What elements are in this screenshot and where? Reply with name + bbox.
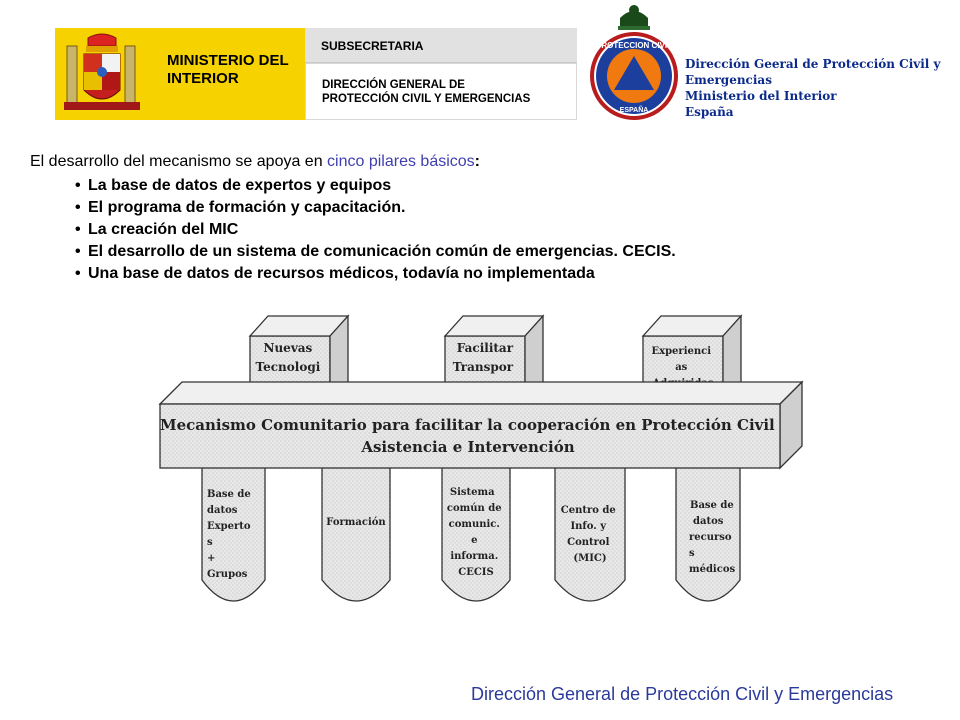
bullet-text: El programa de formación y capacitación. [88, 199, 406, 216]
ministry-banner: MINISTERIO DEL INTERIOR SUBSECRETARIA DI… [55, 28, 577, 120]
spain-coat-of-arms-icon [64, 33, 140, 110]
intro-part2: : [474, 153, 480, 170]
pillar [321, 449, 391, 602]
intro-sentence: El desarrollo del mecanismo se apoya en … [30, 153, 480, 171]
bullet-item: •La base de datos de expertos y equipos [75, 177, 392, 194]
mechanism-beam [158, 380, 804, 470]
footer-title: Dirección General de Protección Civil y … [471, 684, 894, 704]
subsecretaria-panel: SUBSECRETARIA [305, 28, 577, 63]
bullet-text: El desarrollo de un sistema de comunicac… [88, 243, 676, 260]
bullet-item: •El programa de formación y capacitación… [75, 199, 406, 216]
bullet-text: La base de datos de expertos y equipos [88, 177, 392, 194]
proteccion-civil-logo-icon: PROTECCION CIVIL ESPAÑA [590, 5, 678, 120]
bullet-text: Una base de datos de recursos médicos, t… [88, 265, 595, 282]
intro-part1: El desarrollo del mecanismo se apoya en [30, 153, 328, 170]
bullet-text: La creación del MIC [88, 221, 239, 238]
pillar [675, 449, 741, 602]
pillar-label: Formación [326, 517, 386, 528]
subsecretaria-label: SUBSECRETARIA [321, 39, 424, 53]
beam-title: Mecanismo Comunitario para facilitar la … [160, 416, 780, 456]
pillar-label: Centro de Info. y Control (MIC) [561, 505, 619, 564]
dg-heading: Dirección Geeral de Protección Civil y E… [685, 57, 941, 119]
ministry-name: MINISTERIO DEL INTERIOR [167, 52, 289, 87]
pillar [201, 449, 266, 602]
logo-bottom-text: ESPAÑA [620, 105, 649, 114]
pillar-label: Base de datos recurso s médicos [689, 500, 737, 575]
pillar-bullet-list: •La base de datos de expertos y equipos … [75, 175, 676, 285]
pillar-label: Base de datos Experto s + Grupos [207, 489, 254, 580]
pillar [554, 449, 626, 602]
bullet-item: •El desarrollo de un sistema de comunica… [75, 243, 676, 260]
bullet-item: •La creación del MIC [75, 221, 239, 238]
pillar [441, 449, 511, 602]
intro-highlight: cinco pilares básicos [327, 153, 475, 170]
direccion-label: DIRECCIÓN GENERAL DE PROTECCIÓN CIVIL Y … [322, 79, 531, 105]
mechanism-diagram: Nuevas Tecnologi as Facilitar Transpor t… [158, 314, 804, 602]
bullet-item: •Una base de datos de recursos médicos, … [75, 265, 595, 282]
logo-ring-text: PROTECCION CIVIL [596, 41, 672, 50]
pillar-label: Sistema común de comunic. e informa. CEC… [447, 487, 505, 578]
direccion-panel: DIRECCIÓN GENERAL DE PROTECCIÓN CIVIL Y … [305, 63, 577, 120]
